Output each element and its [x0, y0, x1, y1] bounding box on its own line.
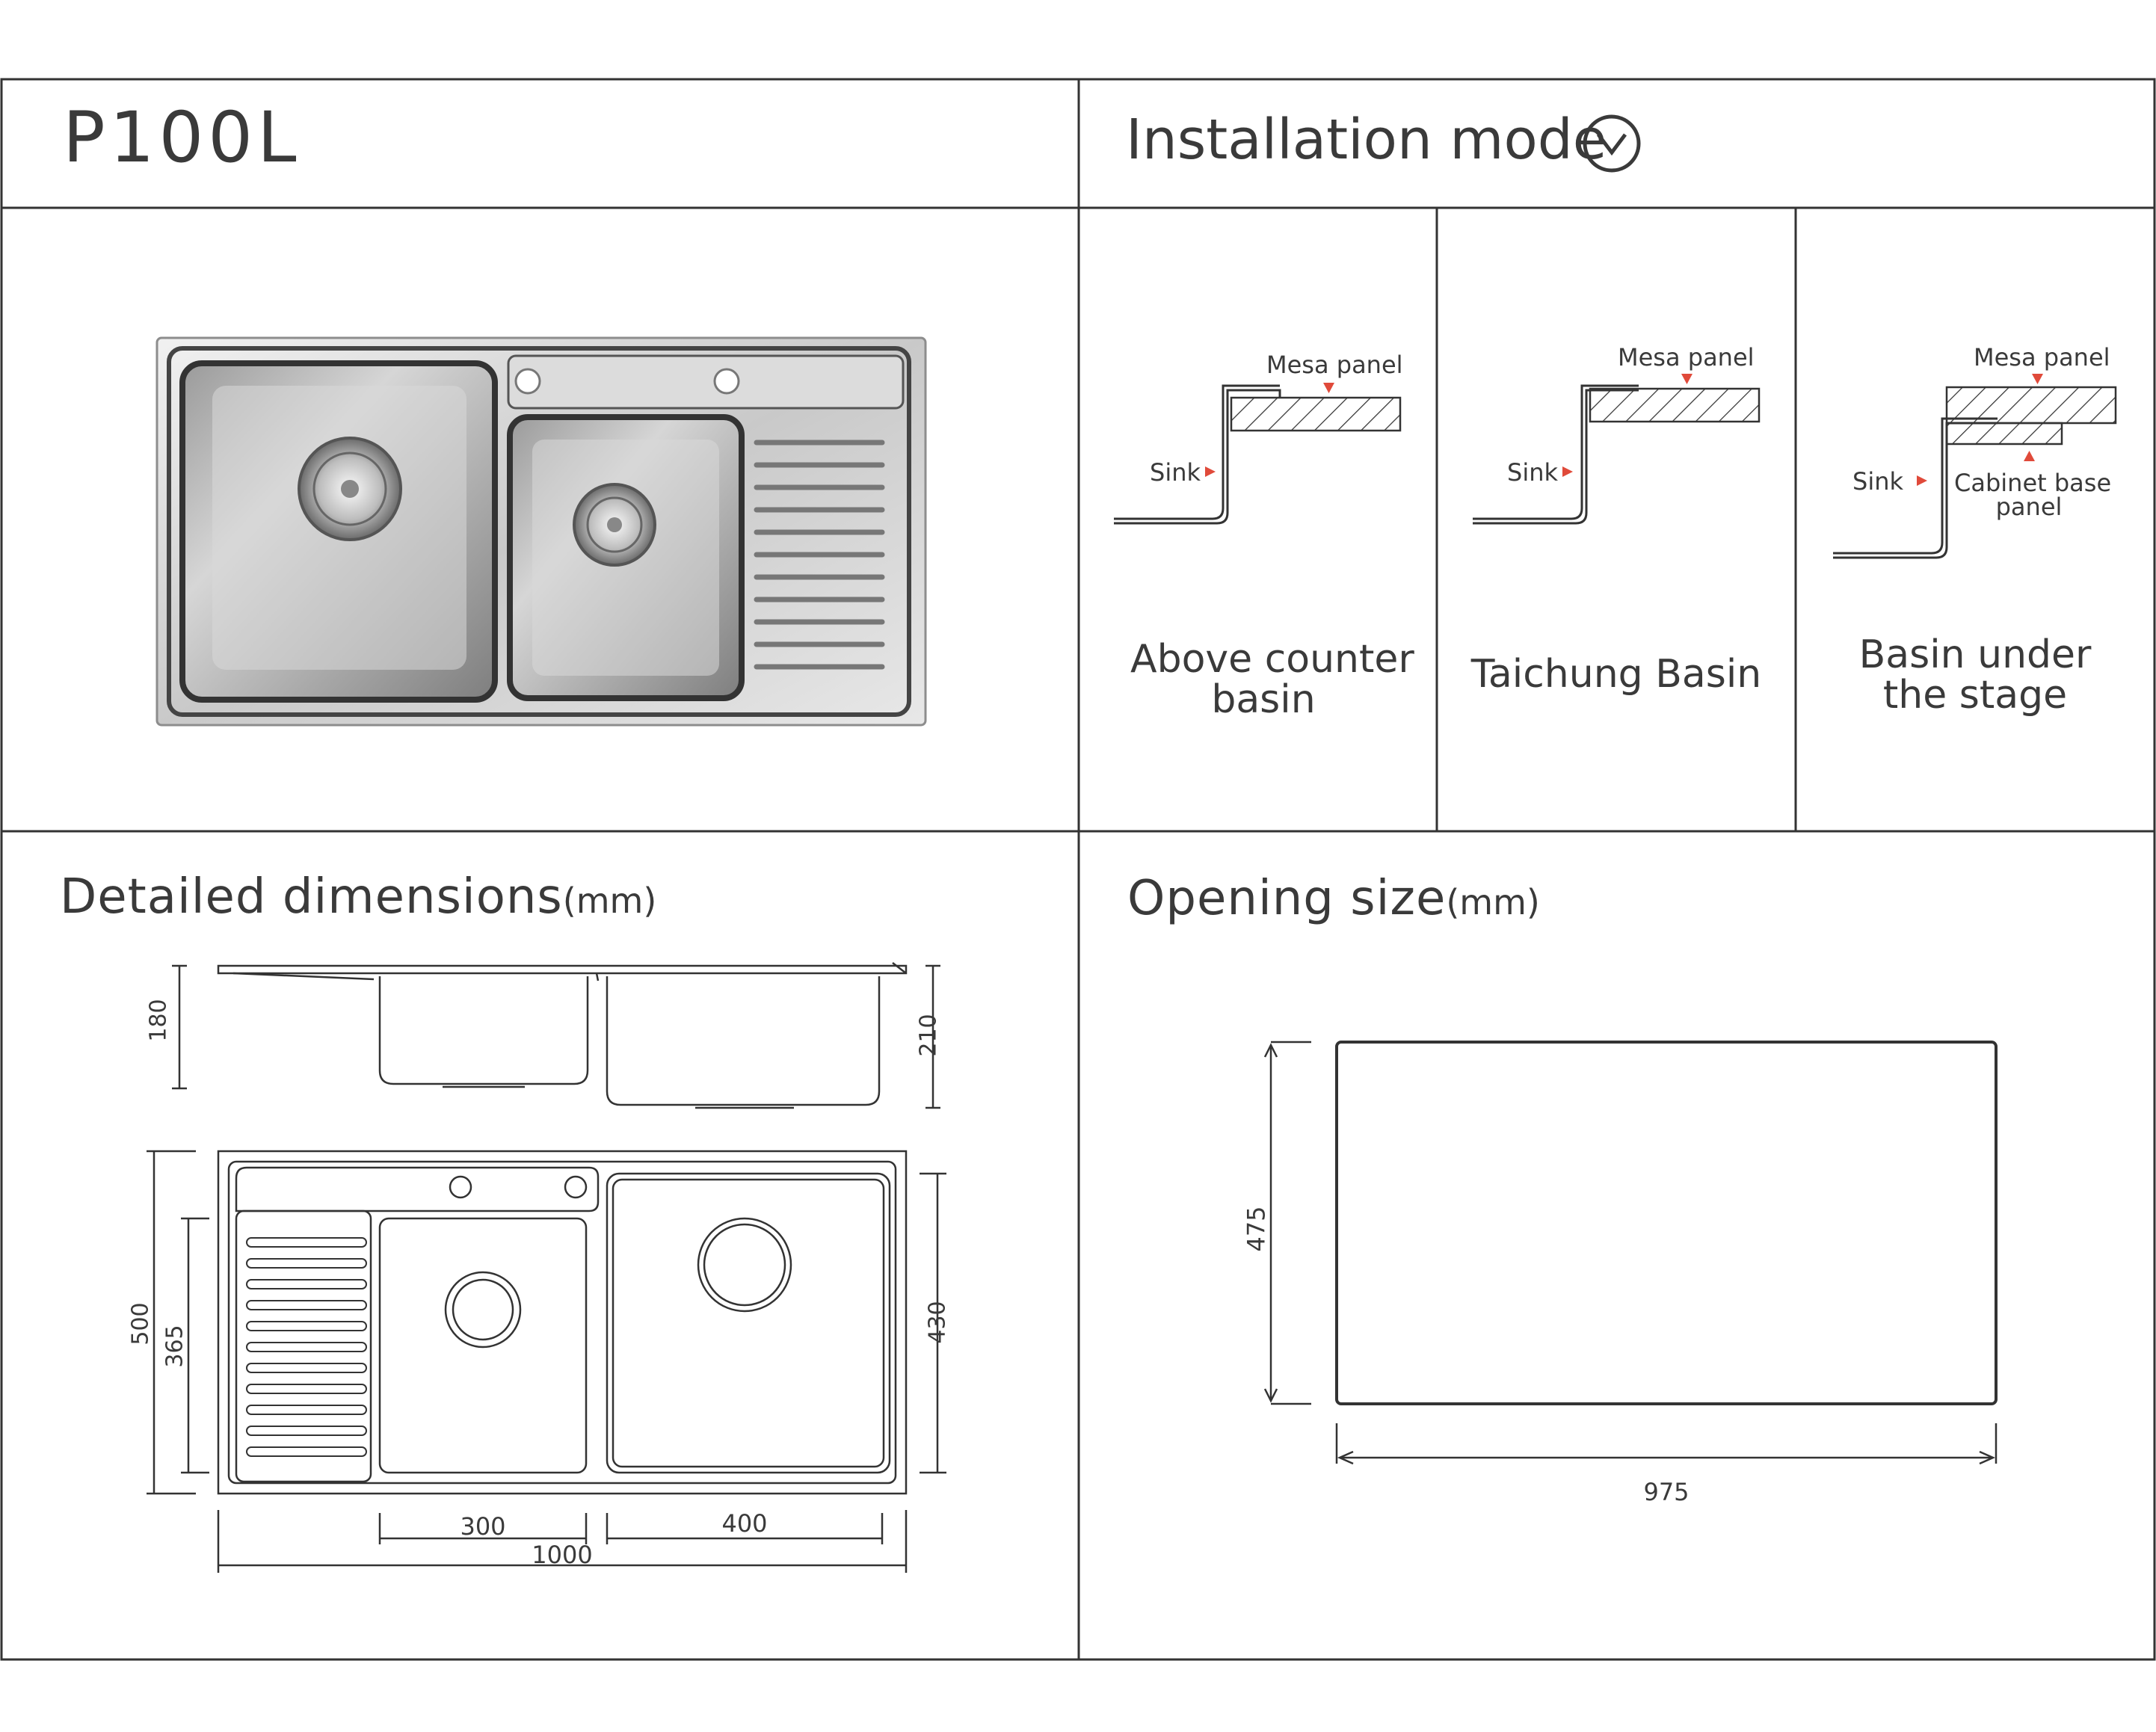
mode3-mesa-label: Mesa panel	[1974, 343, 2110, 372]
table-grid	[0, 78, 2156, 1661]
dim-365: 365	[161, 1325, 188, 1368]
dim-400: 400	[721, 1509, 768, 1538]
under-stage-diagram	[1833, 374, 2117, 559]
chevron-down-circle-icon	[1583, 114, 1641, 173]
opening-size-title: Opening size	[1127, 871, 1447, 926]
mode3-sink-label: Sink	[1852, 467, 1904, 496]
mode1-name-line1: Above counter	[1130, 637, 1414, 682]
above-counter-diagram	[1114, 383, 1402, 525]
dim-180: 180	[145, 999, 172, 1042]
mode3-name-line2: the stage	[1882, 673, 2068, 718]
side-view-dimension-lines	[172, 964, 940, 1109]
mode3-name-line1: Basin under	[1858, 632, 2092, 677]
dim-430: 430	[924, 1301, 951, 1344]
mode3-cabinet-label-line2: panel	[1995, 493, 2063, 521]
mode1-mesa-label: Mesa panel	[1266, 351, 1403, 379]
installation-mode-title: Installation mode	[1126, 108, 1607, 172]
dim-1000: 1000	[532, 1541, 593, 1569]
mode2-mesa-label: Mesa panel	[1618, 343, 1755, 372]
dim-210: 210	[915, 1014, 942, 1057]
mode3-cabinet-label-line1: Cabinet base	[1954, 469, 2112, 497]
opening-size-drawing	[1263, 1041, 1998, 1465]
taichung-basin-diagram	[1473, 374, 1761, 525]
mode1-name-line2: basin	[1211, 677, 1316, 722]
model-title: P100L	[63, 97, 301, 179]
mode1-sink-label: Sink	[1150, 458, 1201, 487]
opening-size-unit: (mm)	[1446, 882, 1540, 922]
top-view-dimension-lines	[147, 1150, 946, 1573]
dim-500: 500	[127, 1302, 154, 1346]
opening-size-heading: Opening size(mm)	[1127, 875, 1540, 922]
top-view-drawing	[217, 1150, 908, 1495]
mode2-sink-label: Sink	[1507, 458, 1559, 487]
opening-width-dim: 975	[1643, 1478, 1690, 1506]
side-view-drawing	[217, 962, 908, 1109]
sink-product-photo	[155, 336, 927, 727]
detailed-dimensions-unit: (mm)	[562, 881, 657, 921]
detailed-dimensions-title: Detailed dimensions	[60, 869, 563, 925]
dim-300: 300	[460, 1512, 506, 1541]
mode2-name: Taichung Basin	[1470, 652, 1762, 697]
opening-height-dim: 475	[1242, 1206, 1271, 1252]
detailed-dimensions-heading: Detailed dimensions(mm)	[60, 873, 656, 921]
